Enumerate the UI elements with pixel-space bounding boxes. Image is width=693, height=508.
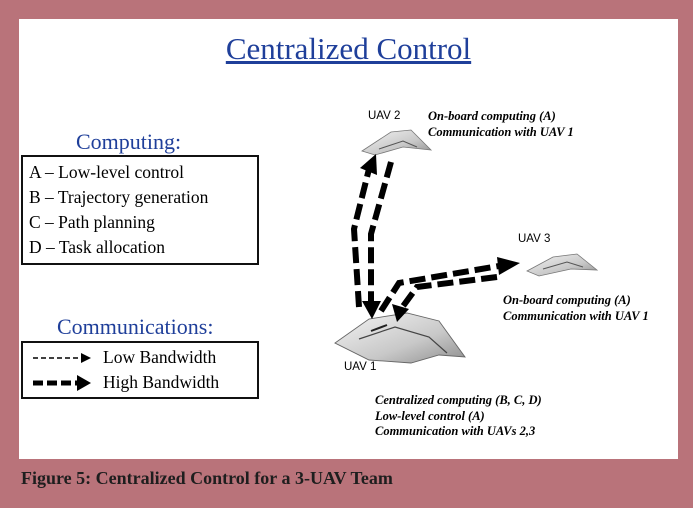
uav-network-drawing [334,129,599,364]
uav-3-aircraft-icon [526,253,599,277]
legend-high-bandwidth-label: High Bandwidth [103,372,220,392]
uav-1-note: Centralized computing (B, C, D) [375,393,542,407]
uav-1-note: Communication with UAVs 2,3 [375,424,536,438]
uav-3-label: UAV 3 [518,233,551,245]
computing-item-a: A – Low-level control [29,162,185,182]
communications-legend-box: Low Bandwidth High Bandwidth [21,341,259,399]
link-uav1-uav3-arrows [378,257,520,322]
computing-box: A – Low-level control B – Trajectory gen… [21,155,259,265]
figure-caption: Figure 5: Centralized Control for a 3-UA… [21,468,393,488]
high-bandwidth-arrow-icon [33,375,91,391]
low-bandwidth-arrow-icon [33,353,91,363]
communications-heading: Communications: [57,314,214,339]
uav-3-note: On-board computing (A) [503,293,631,307]
uav-2-note: On-board computing (A) [428,109,556,123]
uav-2-note: Communication with UAV 1 [428,124,574,139]
uav-1-label: UAV 1 [344,361,377,373]
computing-heading: Computing: [76,129,182,154]
uav-2-label: UAV 2 [368,110,401,122]
link-uav1-uav2-arrows [350,154,394,319]
uav-1-aircraft-icon [334,312,466,364]
computing-item-d: D – Task allocation [29,237,165,257]
diagram-panel: Centralized Control Computing: A – Low-l… [19,19,678,459]
computing-item-b: B – Trajectory generation [29,187,209,207]
uav-2-notes: On-board computing (A) Communication wit… [428,109,574,140]
legend-low-bandwidth-label: Low Bandwidth [103,347,217,367]
uav-2-aircraft-icon [361,129,433,156]
computing-item-c: C – Path planning [29,212,155,232]
uav-1-note: Low-level control (A) [375,408,485,423]
diagram-title: Centralized Control [225,31,472,66]
uav-3-notes: On-board computing (A) Communication wit… [503,293,649,324]
legend-arrows [33,353,91,391]
uav-1-notes: Centralized computing (B, C, D) Low-leve… [375,393,542,440]
uav-3-note: Communication with UAV 1 [503,308,649,323]
